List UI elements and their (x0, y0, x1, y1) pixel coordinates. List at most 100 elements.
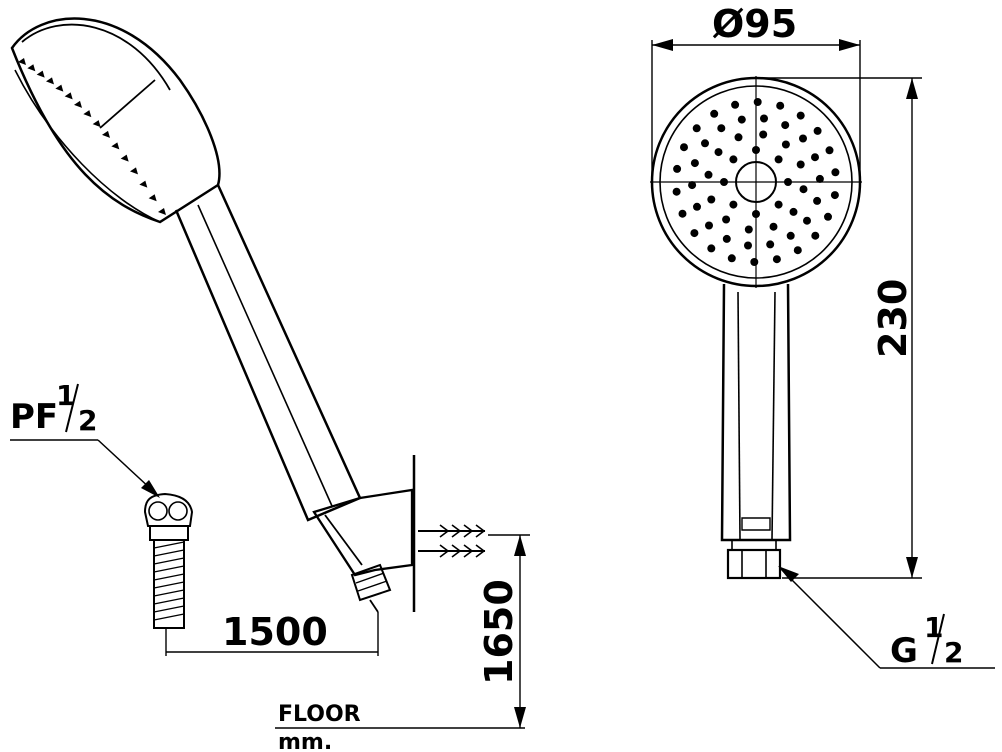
side-nozzle (18, 58, 26, 65)
nozzle (766, 240, 775, 249)
handle-side (174, 184, 362, 522)
head-diameter-label: Ø95 (712, 2, 797, 46)
nozzle (789, 207, 798, 216)
hose-length-dimension: 1500 (165, 610, 379, 656)
nozzle (734, 133, 743, 142)
side-nozzle (36, 70, 45, 78)
nozzle (824, 212, 832, 221)
nozzle (803, 216, 811, 225)
nozzle (722, 215, 731, 224)
nozzle (825, 146, 834, 155)
wall-screw-upper (418, 524, 486, 538)
nozzle (784, 178, 792, 186)
side-nozzle (158, 208, 166, 215)
nozzle (786, 231, 795, 240)
pf-thread-callout: PF 1 2 (10, 379, 160, 498)
nozzle (692, 124, 701, 133)
nozzle (796, 160, 805, 169)
nozzle (781, 121, 790, 130)
holder-height-dimension: 1650 (477, 534, 530, 728)
nozzle (769, 222, 778, 231)
side-nozzle (120, 154, 129, 162)
nozzle (729, 155, 738, 164)
total-length-label: 230 (871, 279, 915, 358)
nozzle (831, 168, 840, 177)
nozzle (678, 209, 687, 218)
nozzle (752, 146, 760, 154)
nozzle (793, 246, 802, 255)
nozzle (693, 202, 701, 211)
nozzle (744, 241, 752, 250)
nozzle (813, 126, 822, 135)
side-nozzle (74, 100, 82, 108)
nozzle (776, 101, 785, 110)
nozzle (673, 164, 682, 173)
nozzle (815, 174, 824, 183)
front-view-handshower: Ø95 (650, 2, 995, 671)
shower-head-side (10, 17, 221, 224)
nozzle (799, 185, 808, 194)
side-nozzle (92, 120, 101, 128)
side-nozzle (27, 64, 36, 72)
side-nozzle (64, 92, 73, 100)
nozzle (707, 195, 716, 204)
nozzle (772, 255, 781, 264)
side-nozzle (46, 77, 54, 85)
nozzle (727, 254, 736, 263)
floor-reference: FLOOR mm. (275, 702, 525, 752)
g-denominator-label: 2 (944, 636, 963, 669)
nozzle (731, 100, 740, 109)
nozzle (710, 109, 719, 118)
nozzle (752, 210, 760, 218)
side-nozzle (83, 110, 92, 118)
nozzle (690, 229, 699, 238)
nozzle (737, 115, 746, 124)
g-prefix-label: G (890, 631, 918, 671)
side-nozzle (55, 84, 64, 92)
total-length-dimension: 230 (756, 77, 922, 579)
nozzle (760, 114, 768, 123)
holder-height-label: 1650 (477, 579, 521, 685)
side-view-handshower: PF 1 2 1500 1650 FLOOR mm. (10, 17, 530, 752)
nozzle (729, 200, 738, 209)
hose-length-label: 1500 (222, 610, 328, 654)
nozzle (672, 187, 681, 196)
head-diameter-dimension: Ø95 (651, 2, 861, 185)
nozzle (720, 178, 728, 186)
nozzle (722, 234, 731, 243)
nozzle (830, 191, 839, 200)
nozzle (759, 130, 768, 139)
nozzle (704, 170, 713, 179)
nozzle (690, 159, 699, 168)
handle-front (720, 283, 792, 580)
nozzle (750, 258, 759, 266)
nozzle (799, 134, 807, 143)
floor-label: FLOOR (278, 702, 361, 727)
nozzle (688, 181, 697, 190)
nozzle (781, 140, 790, 149)
side-nozzle (102, 130, 110, 138)
pf-denominator-label: 2 (78, 404, 97, 437)
nozzle (813, 196, 822, 205)
side-nozzle-row (18, 58, 166, 215)
side-nozzle (148, 194, 157, 202)
nozzle (717, 124, 726, 133)
pf-prefix-label: PF (10, 397, 58, 437)
thread-connector (726, 548, 782, 580)
wall-holder (312, 455, 486, 613)
nozzle (796, 111, 805, 120)
side-nozzle (139, 180, 148, 188)
pf-numerator-label: 1 (56, 379, 75, 412)
nozzle (744, 225, 753, 234)
nozzle (714, 148, 723, 157)
wall-screw-lower (418, 544, 486, 558)
nozzle (811, 231, 820, 240)
hose (143, 492, 194, 629)
nozzle-pattern (672, 98, 840, 266)
nozzle (774, 155, 783, 164)
g-thread-callout: G 1 2 (778, 566, 995, 671)
nozzle (753, 98, 762, 106)
unit-label: mm. (278, 730, 332, 752)
side-nozzle (111, 142, 120, 150)
